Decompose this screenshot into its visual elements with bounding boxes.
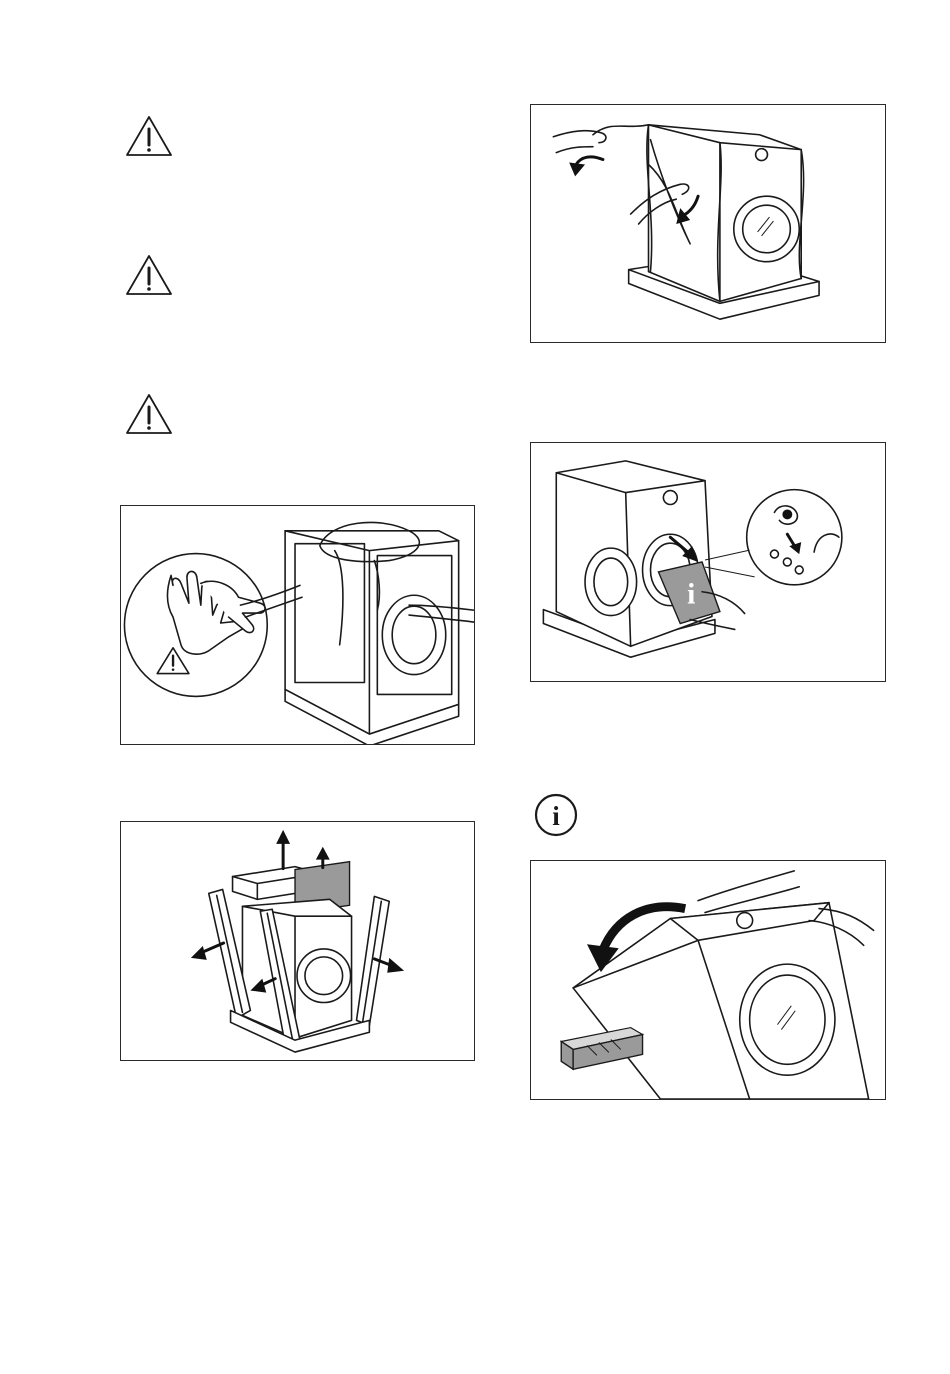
illustration-remove-protective-film xyxy=(530,104,886,343)
warning-triangle-icon xyxy=(124,114,174,158)
illustration-tilt-machine-onto-block xyxy=(530,860,886,1100)
warning-triangle-icon xyxy=(124,392,174,436)
illustration-remove-film-with-gloves xyxy=(120,505,475,745)
info-circle-icon: i xyxy=(533,792,579,838)
illustration-remove-packaging-parts xyxy=(120,821,475,1061)
illustration-take-accessory-bag: i xyxy=(530,442,886,682)
info-bag-glyph: i xyxy=(687,578,695,611)
warning-triangle-icon xyxy=(124,253,174,297)
info-icon-glyph: i xyxy=(552,801,560,831)
